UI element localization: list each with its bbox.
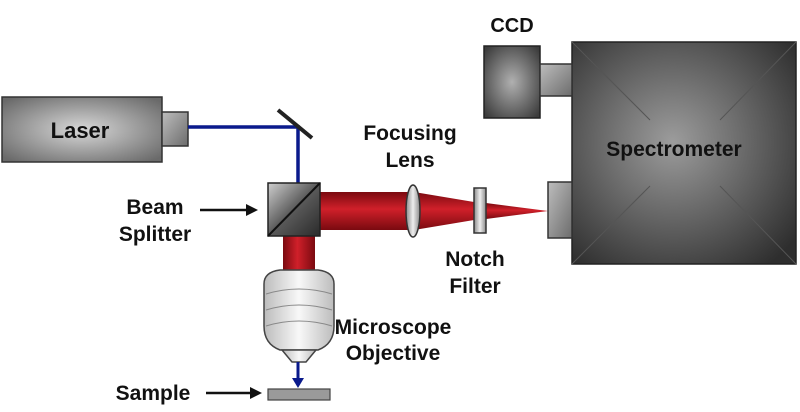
spectrometer-input-port xyxy=(547,181,573,239)
beam-splitter-label-line1: Beam xyxy=(126,196,183,219)
spectrometer-bevel-tr xyxy=(719,41,797,121)
beam-splitter-pointer-arrow xyxy=(200,204,258,216)
ccd-connector xyxy=(539,63,573,97)
scattered-beam-vertical xyxy=(283,236,315,270)
laser-beam xyxy=(188,125,300,184)
focusing-lens-label-line2: Lens xyxy=(385,149,434,172)
sample-label: Sample xyxy=(116,382,191,405)
laser-label: Laser xyxy=(51,118,110,143)
sample-slide xyxy=(267,388,331,401)
spectrometer-bevel-bl xyxy=(571,185,651,265)
excitation-beam-arrowhead xyxy=(292,378,304,388)
ccd-box xyxy=(483,45,541,119)
beam-splitter-label-line2: Splitter xyxy=(119,223,191,246)
objective-ridges xyxy=(265,288,333,327)
microscope-objective-nose xyxy=(280,349,318,363)
spectrometer-bevel-tl xyxy=(571,41,651,121)
mirror xyxy=(276,108,314,140)
focusing-lens xyxy=(405,184,421,238)
ccd-label: CCD xyxy=(490,15,533,37)
scattered-beam-converging xyxy=(414,192,474,230)
scattered-beam-horizontal xyxy=(320,192,412,230)
microscope-objective-body xyxy=(263,269,335,351)
laser-output-port xyxy=(161,111,189,147)
notch-filter-label-line1: Notch xyxy=(445,248,505,271)
microscope-objective-label-line1: Microscope xyxy=(335,316,452,339)
microscope-objective-label-line2: Objective xyxy=(346,342,441,365)
scattered-beam-focus xyxy=(486,203,548,219)
spectrometer-bevel-br xyxy=(719,185,797,265)
spectrometer-label: Spectrometer xyxy=(606,138,741,161)
focusing-lens-label-line1: Focusing xyxy=(363,122,456,145)
beam-splitter-diagonal xyxy=(267,182,321,237)
notch-filter-label-line2: Filter xyxy=(449,275,500,298)
sample-pointer-arrow xyxy=(206,387,262,399)
notch-filter xyxy=(473,187,487,234)
laser-box xyxy=(1,96,163,163)
